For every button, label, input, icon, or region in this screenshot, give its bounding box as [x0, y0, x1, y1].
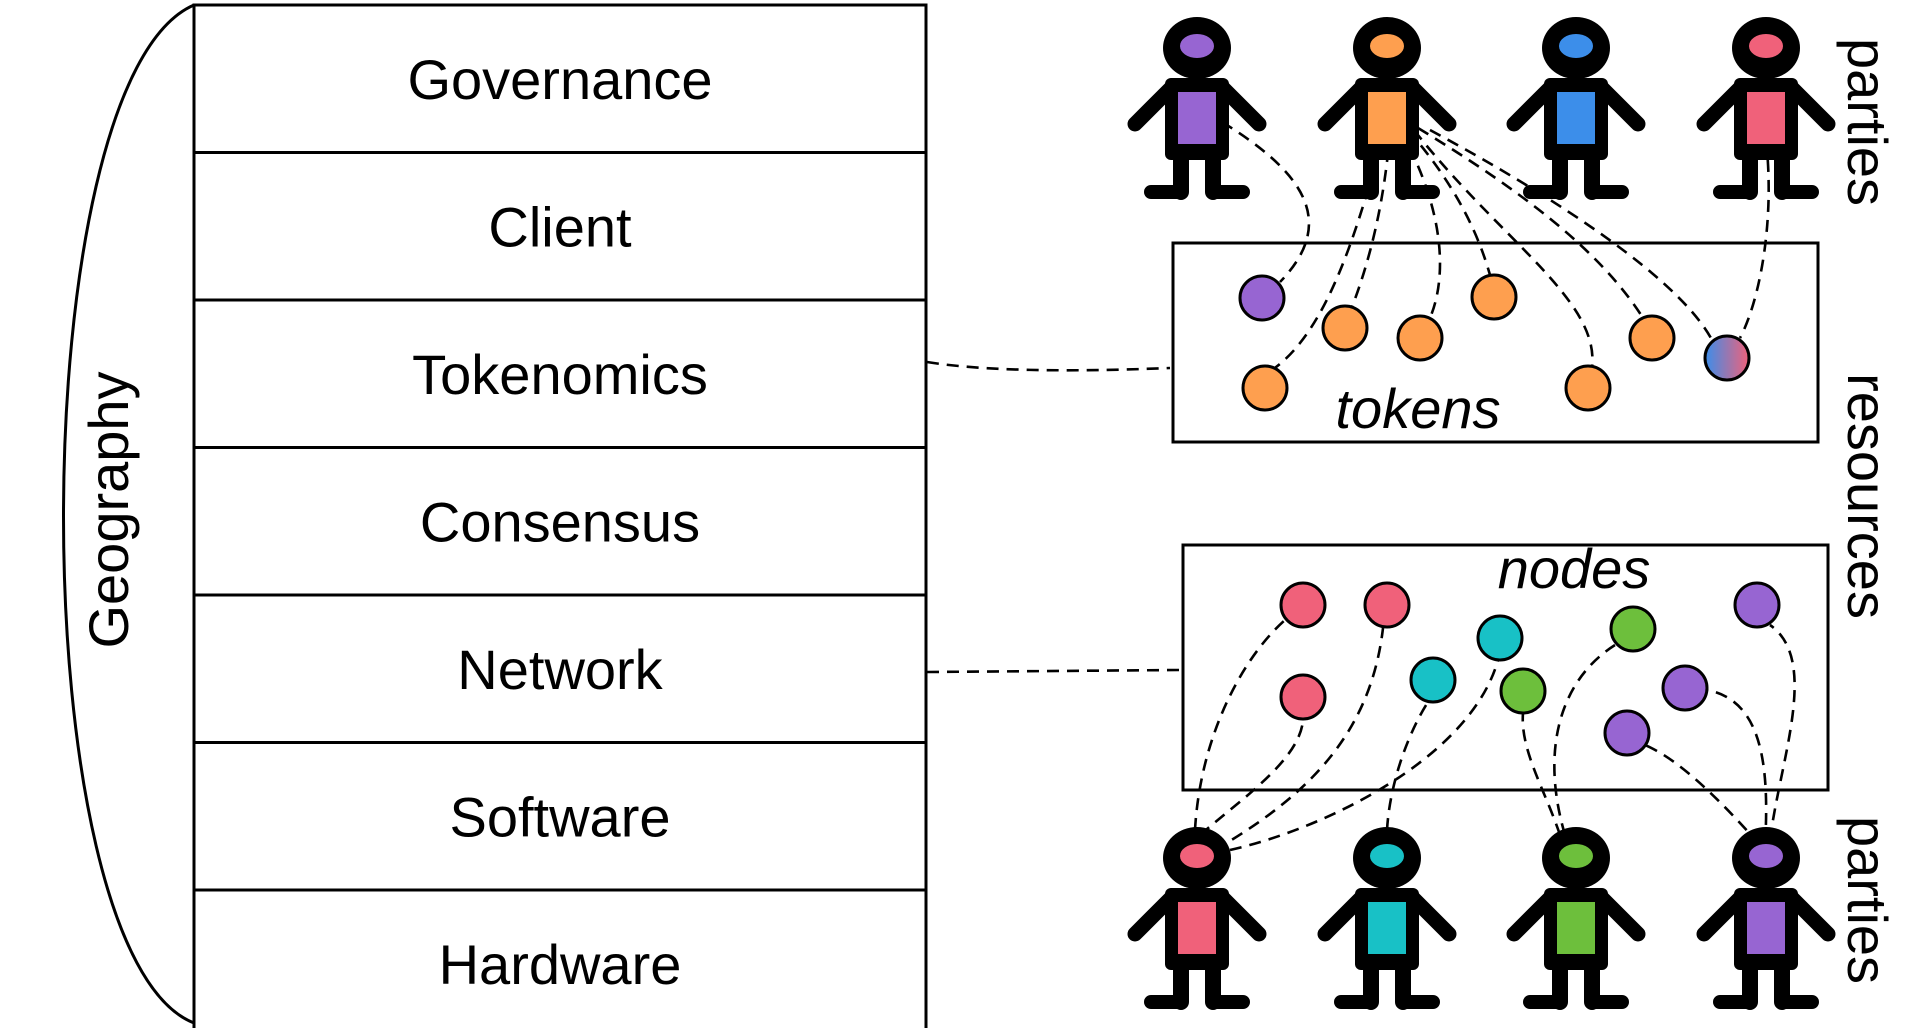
geography-arc: [62, 3, 195, 1025]
top-party-red-figure: [1696, 17, 1836, 200]
token-circle: [1628, 314, 1676, 362]
token-circle: [1238, 274, 1286, 322]
tokens-box-label: tokens: [1336, 377, 1501, 440]
ownership-link: [1214, 627, 1385, 852]
bottom-parties-group: [1127, 827, 1836, 1010]
ownership-link: [1429, 128, 1714, 341]
top-party-orange-figure: [1317, 17, 1457, 200]
ownership-link: [1738, 139, 1770, 339]
token-circle: [1564, 364, 1612, 412]
layer-label-software: Software: [450, 785, 671, 848]
bottom-party-red-figure: [1127, 827, 1267, 1010]
network-link-line: [926, 668, 1181, 674]
ownership-link: [1199, 719, 1305, 836]
ownership-link: [1417, 126, 1645, 319]
geography-label: Geography: [77, 371, 140, 648]
tokenomics-link-line: [926, 360, 1171, 372]
token-circle: [1470, 273, 1518, 321]
ownership-link: [1385, 701, 1430, 831]
node-group: [1279, 581, 1781, 757]
node-circle: [1661, 664, 1709, 712]
node-circle: [1499, 667, 1547, 715]
parties-top-label: parties: [1836, 38, 1899, 206]
ownership-link: [1706, 688, 1768, 846]
node-circle: [1363, 581, 1411, 629]
layer-label-network: Network: [457, 638, 663, 701]
node-circle: [1603, 709, 1651, 757]
layer-label-client: Client: [488, 195, 632, 258]
ownership-link: [1644, 743, 1761, 846]
token-circle: [1241, 364, 1289, 412]
node-circle: [1279, 581, 1327, 629]
node-circle: [1409, 656, 1457, 704]
node-circle: [1476, 614, 1524, 662]
token-circle: [1321, 304, 1369, 352]
layer-label-governance: Governance: [407, 48, 712, 111]
layer-label-consensus: Consensus: [420, 490, 700, 553]
nodes-box-label: nodes: [1498, 537, 1651, 600]
top-party-purple-figure: [1127, 17, 1267, 200]
ownership-link: [1768, 623, 1796, 841]
tokens-box: [1171, 241, 1820, 444]
node-circle: [1733, 581, 1781, 629]
node-circle: [1609, 605, 1657, 653]
ownership-link: [1412, 129, 1594, 368]
ownership-link: [1271, 129, 1387, 372]
resources-label: resources: [1836, 373, 1899, 619]
token-circle: [1396, 314, 1444, 362]
ownership-link: [1407, 129, 1492, 276]
ownership-link: [1521, 712, 1562, 836]
bottom-party-purple-figure: [1696, 827, 1836, 1010]
ownership-link: [1193, 619, 1286, 831]
ownership-link: [1553, 643, 1616, 836]
nodes-box: [1181, 543, 1830, 792]
token-group: [1238, 273, 1751, 412]
layer-label-hardware: Hardware: [439, 933, 682, 996]
ownership-link: [1229, 659, 1500, 852]
top-parties-group: [1127, 17, 1836, 200]
bottom-party-green-figure: [1506, 827, 1646, 1010]
layer-stack: GovernanceClientTokenomicsConsensusNetwo…: [192, 3, 928, 1028]
ownership-links: [1193, 120, 1796, 852]
node-circle: [1279, 673, 1327, 721]
parties-bottom-label: parties: [1836, 816, 1899, 984]
token-circle: [1703, 334, 1751, 382]
top-party-blue-figure: [1506, 17, 1646, 200]
ownership-link: [1221, 120, 1311, 283]
bottom-party-teal-figure: [1317, 827, 1457, 1010]
layer-stack-frame: [192, 3, 928, 1028]
layer-label-tokenomics: Tokenomics: [412, 343, 708, 406]
